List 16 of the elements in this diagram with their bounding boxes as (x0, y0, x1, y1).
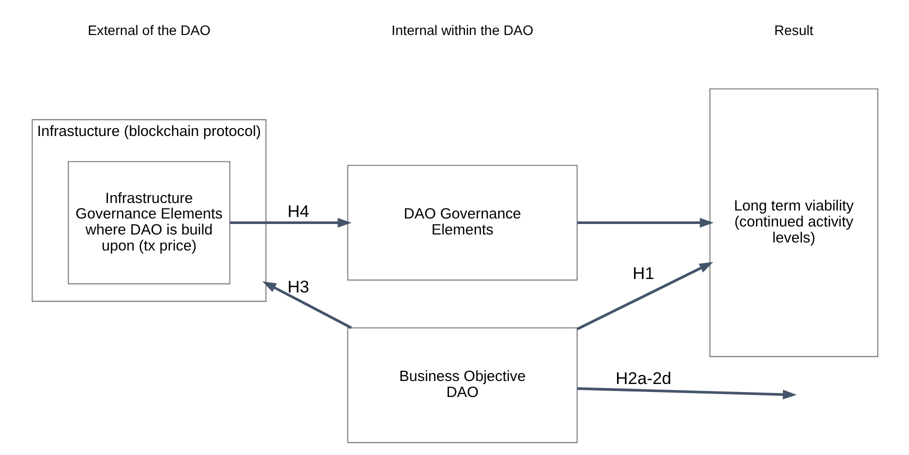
edge-label: H4 (286, 202, 309, 222)
node-box: Business Objective DAO (346, 327, 578, 444)
edge-label: H3 (286, 278, 309, 297)
node-box: Long term viability (continued activity levels) (708, 88, 878, 358)
arrow (229, 218, 352, 228)
arrow (576, 387, 796, 400)
label: Internal within the DAO (391, 23, 533, 38)
label: Result (774, 23, 813, 38)
arrow (262, 281, 352, 329)
arrow (576, 218, 714, 228)
node-box: DAO Governance Elements (346, 164, 578, 281)
label: External of the DAO (87, 23, 210, 38)
edge-label: H1 (632, 264, 654, 283)
node-box: Infrastructure Governance Elements where DAO is build upon (tx price) (67, 161, 230, 284)
edge-label: H2a-2d (615, 368, 671, 388)
arrow (576, 262, 713, 330)
